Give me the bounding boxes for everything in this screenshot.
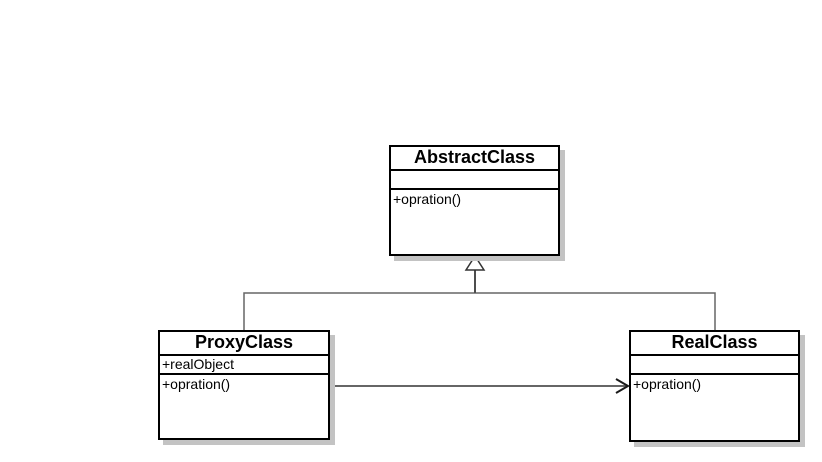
- attributes-compartment-proxyclass: +realObject: [160, 356, 328, 375]
- method-item: +opration(): [633, 376, 702, 392]
- attribute-item: +realObject: [162, 356, 234, 372]
- method-item: +opration(): [162, 376, 231, 392]
- method-item: +opration(): [393, 191, 462, 207]
- methods-compartment-abstractclass: +opration(): [391, 190, 558, 254]
- class-box-abstractclass: AbstractClass +opration(): [389, 145, 560, 256]
- generalization-connector: [243, 254, 716, 330]
- generalization-tree-line: [243, 292, 716, 330]
- association-connector: [330, 378, 630, 394]
- inheritance-triangle-icon: [464, 254, 486, 271]
- class-box-proxyclass: ProxyClass +realObject +opration(): [158, 330, 330, 440]
- attributes-compartment-abstractclass: [391, 171, 558, 190]
- class-name-proxyclass: ProxyClass: [160, 332, 328, 356]
- class-box-realclass: RealClass +opration(): [629, 330, 800, 442]
- class-name-realclass: RealClass: [631, 332, 798, 356]
- methods-compartment-proxyclass: +opration(): [160, 375, 328, 438]
- attributes-compartment-realclass: [631, 356, 798, 375]
- open-arrowhead-icon: [615, 378, 630, 394]
- class-name-abstractclass: AbstractClass: [391, 147, 558, 171]
- methods-compartment-realclass: +opration(): [631, 375, 798, 440]
